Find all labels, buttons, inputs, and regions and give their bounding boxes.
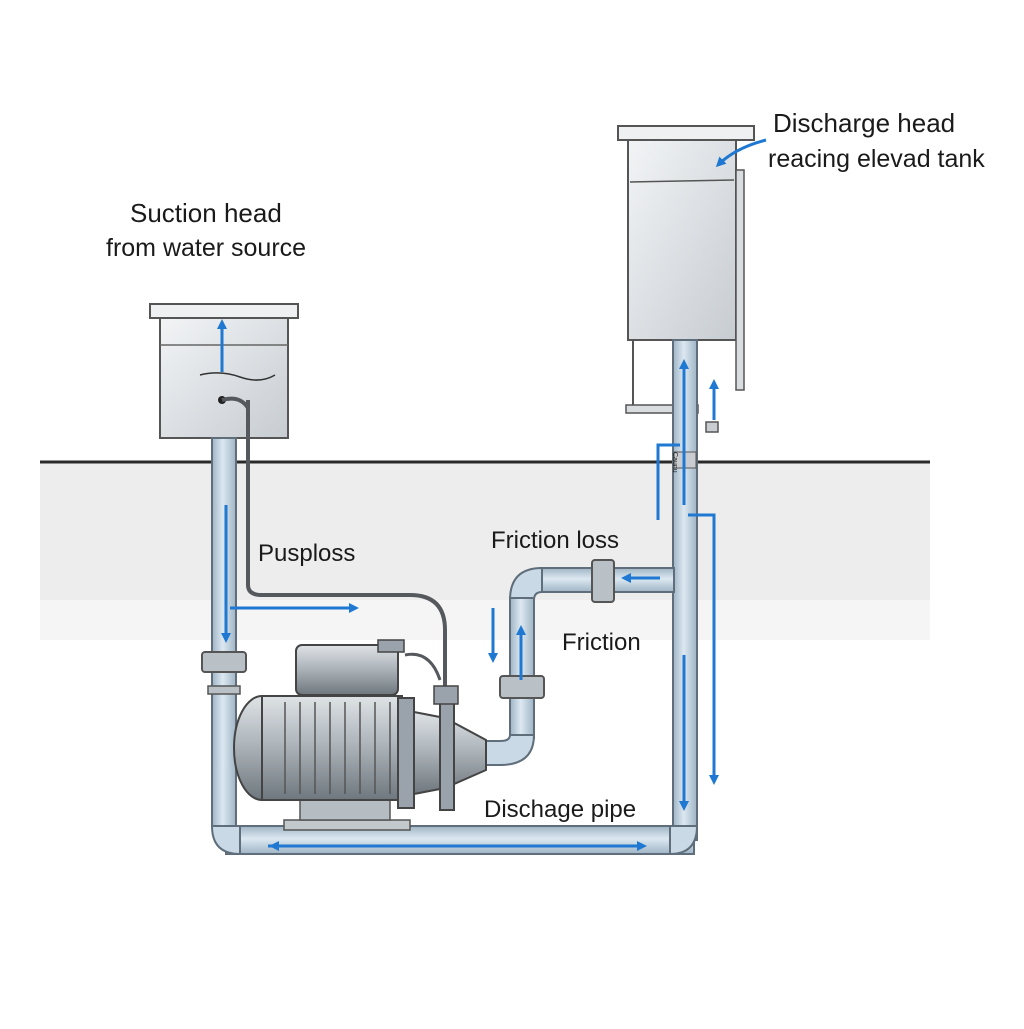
bypass-line: [656, 443, 680, 520]
flange-icon: [201, 451, 697, 699]
friction-label: Friction: [562, 629, 641, 656]
pump-motor-icon: [233, 639, 487, 831]
discharge-head-subtitle: reacing elevad tank: [768, 145, 985, 173]
flow-arrows: [217, 138, 767, 851]
elevated-tank: [617, 125, 755, 433]
source-tank: [149, 303, 299, 439]
discharge-head-pointer: [715, 138, 767, 168]
gauge-icon: Caunu: [671, 452, 678, 473]
pusploss-label: Pusploss: [258, 540, 356, 567]
discharge-head-title: Discharge head: [773, 108, 956, 138]
suction-head-title: Suction head: [130, 198, 282, 228]
return-down-arrow: [688, 513, 719, 785]
ground: [40, 460, 930, 640]
suction-head-subtitle: from water source: [106, 234, 307, 262]
discharge-pipe-label: Dischage pipe: [484, 796, 637, 823]
friction-loss-label: Friction loss: [491, 527, 620, 554]
